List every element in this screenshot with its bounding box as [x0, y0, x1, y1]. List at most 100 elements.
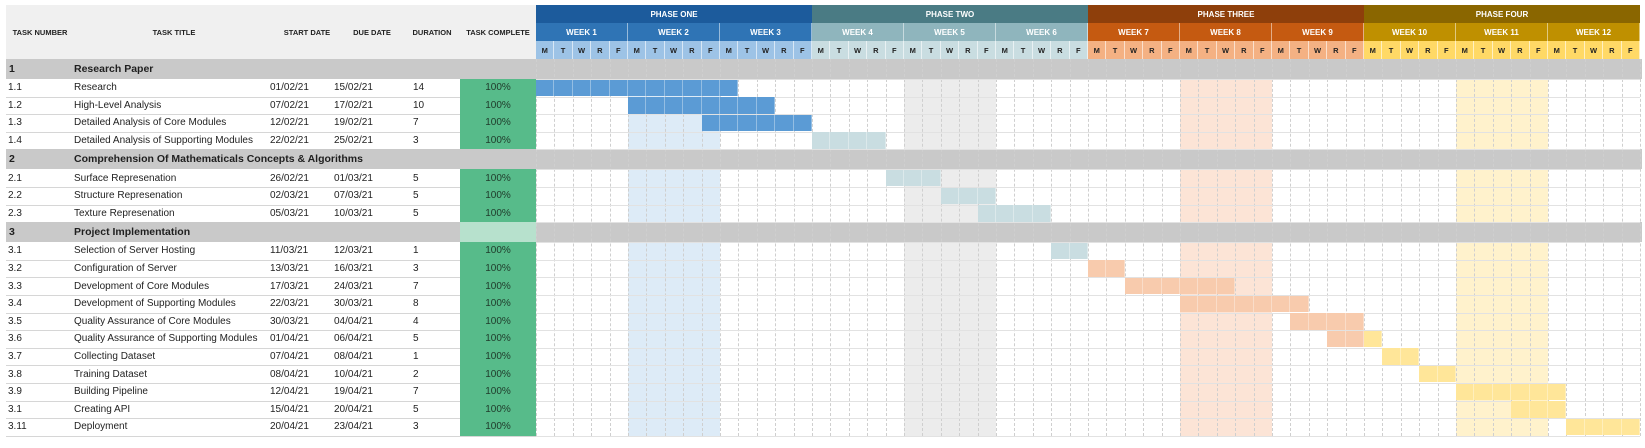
day-header: M: [628, 41, 647, 59]
gantt-bar-cell: [977, 187, 996, 205]
day-header: T: [1382, 41, 1401, 59]
day-header: F: [885, 41, 904, 59]
week-shade: [1180, 169, 1272, 187]
col-task-number: TASK NUMBER: [12, 27, 68, 37]
week-shade: [628, 277, 720, 295]
grid-hline: [536, 222, 1640, 224]
week-shade: [628, 242, 720, 260]
task-number: 3.8: [8, 368, 22, 380]
week-shade: [1180, 330, 1272, 348]
week-shade: [904, 114, 996, 132]
grid-vline: [848, 59, 850, 436]
due-date: 25/02/21: [334, 135, 373, 147]
week-shade: [1180, 347, 1272, 366]
start-date: 22/03/21: [270, 298, 309, 310]
day-header: F: [1069, 41, 1088, 59]
grid-hline: [536, 418, 1640, 420]
gantt-bar-cell: [1014, 205, 1033, 222]
day-header: F: [1529, 41, 1548, 59]
task-title: Quality Assurance of Core Modules: [74, 315, 231, 327]
gantt-bar-cell: [1327, 330, 1346, 348]
grid-vline: [775, 59, 777, 436]
day-header: M: [904, 41, 923, 59]
gantt-bar-cell: [1180, 295, 1199, 313]
gantt-bar-cell: [1474, 383, 1493, 401]
grid-vline: [1290, 59, 1292, 436]
grid-vline: [1180, 59, 1181, 436]
gantt-bar-cell: [683, 79, 702, 97]
task-title: Texture Represenation: [74, 207, 175, 219]
week-shade: [1456, 242, 1548, 260]
task-number: 2.1: [8, 172, 22, 184]
week-shade: [904, 242, 996, 260]
week-shade: [904, 400, 996, 419]
row-divider: [6, 114, 536, 116]
day-header: T: [554, 41, 573, 59]
grid-vline: [609, 59, 611, 436]
gantt-bar-cell: [1198, 295, 1217, 313]
day-header: W: [1584, 41, 1604, 59]
task-title: Structure Represenation: [74, 190, 183, 202]
gantt-bar-cell: [793, 114, 812, 132]
grid-vline: [683, 59, 685, 436]
grid-vline: [1235, 59, 1237, 436]
grid-vline: [904, 59, 905, 436]
gantt-bar-cell: [1548, 401, 1567, 418]
day-header: W: [1308, 41, 1328, 59]
gantt-bar-cell: [1124, 277, 1144, 295]
week-header: WEEK 7: [1088, 23, 1180, 41]
day-header: T: [1014, 41, 1033, 59]
row-divider: [6, 330, 536, 332]
week-shade: [628, 383, 720, 401]
task-title: Creating API: [74, 403, 131, 415]
row-divider: [6, 418, 536, 420]
gantt-bar-cell: [646, 79, 665, 97]
duration: 3: [413, 421, 419, 433]
grid-hline: [536, 312, 1640, 314]
week-shade: [628, 312, 720, 331]
due-date: 19/04/21: [334, 386, 373, 398]
grid-vline: [536, 59, 537, 436]
grid-vline: [1492, 59, 1494, 436]
due-date: 15/02/21: [334, 82, 373, 94]
row-divider: [6, 312, 536, 314]
week-shade: [1180, 96, 1272, 115]
col-duration: DURATION: [412, 27, 452, 37]
gantt-bar-cell: [756, 114, 776, 132]
grid-vline: [1400, 59, 1402, 436]
grid-vline: [628, 59, 629, 436]
due-date: 01/03/21: [334, 172, 373, 184]
task-number: 3.6: [8, 333, 22, 345]
week-shade: [628, 187, 720, 205]
day-header: F: [1621, 41, 1640, 59]
due-date: 10/03/21: [334, 207, 373, 219]
gantt-bar-cell: [738, 97, 757, 114]
grid-vline: [1216, 59, 1218, 436]
task-complete-value: 100%: [460, 114, 536, 132]
gantt-bar-cell: [591, 79, 610, 97]
day-header: R: [775, 41, 794, 59]
day-header: R: [1419, 41, 1438, 59]
col-task-title: TASK TITLE: [152, 27, 196, 37]
grid-vline: [1272, 59, 1273, 436]
day-header: T: [1198, 41, 1217, 59]
due-date: 23/04/21: [334, 421, 373, 433]
due-date: 12/03/21: [334, 245, 373, 257]
week-shade: [904, 365, 996, 383]
grid-vline: [1143, 59, 1145, 436]
day-header: M: [1272, 41, 1291, 59]
task-number: 1.3: [8, 117, 22, 129]
day-header: M: [812, 41, 831, 59]
start-date: 30/03/21: [270, 315, 309, 327]
task-complete-value: 100%: [460, 131, 536, 150]
gantt-bar-cell: [867, 132, 886, 149]
gantt-bar-cell: [756, 97, 776, 114]
day-header: T: [1106, 41, 1125, 59]
task-number: 1.4: [8, 135, 22, 147]
gantt-bar-cell: [1345, 330, 1364, 348]
week-header: WEEK 2: [628, 23, 720, 41]
duration: 7: [413, 386, 419, 398]
task-complete-value: 100%: [460, 187, 536, 205]
grid-vline: [1345, 59, 1347, 436]
section-number: 3: [9, 226, 15, 239]
